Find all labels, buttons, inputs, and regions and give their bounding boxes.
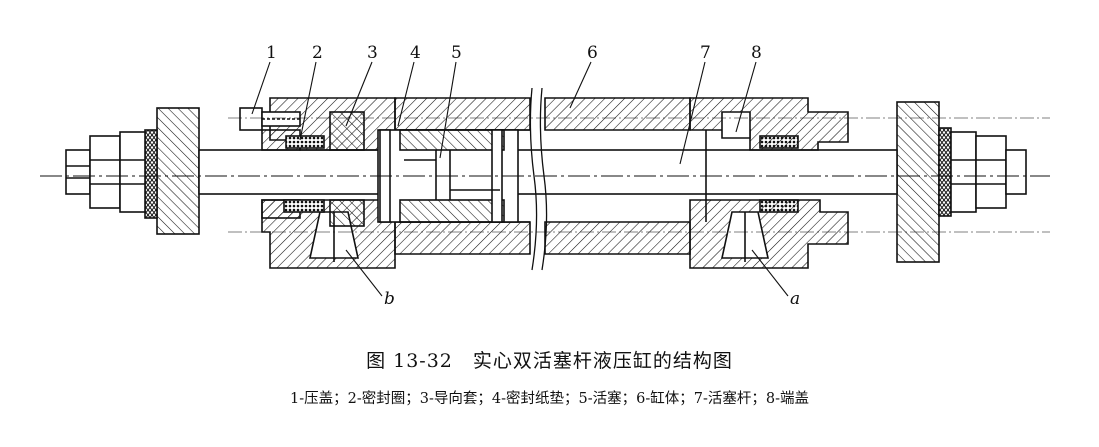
callout-1: 1 [266,43,277,63]
callout-4: 4 [410,43,421,63]
callout-2: 2 [312,43,323,63]
figure-caption-legend: 1-压盖；2-密封圈；3-导向套；4-密封纸垫；5-活塞；6-缸体；7-活塞杆；… [290,391,809,407]
left-support-wall [144,107,200,235]
piston-rod [198,149,898,195]
left-nut [65,131,146,213]
right-nut [950,131,1027,213]
leader-lines [251,61,789,297]
right-support-wall [896,101,952,263]
callout-7: 7 [700,43,711,63]
callout-8: 8 [751,43,762,63]
right-end-cap [689,97,849,269]
callout-6: 6 [587,43,598,63]
cylinder-drawing: 1 2 3 4 5 6 7 8 a b [40,43,1050,309]
callout-a: a [790,289,800,309]
figure-caption-title: 图 13-32 实心双活塞杆液压缸的结构图 [366,350,733,372]
callout-3: 3 [367,43,378,63]
callout-5: 5 [451,43,462,63]
callout-b: b [384,289,395,309]
